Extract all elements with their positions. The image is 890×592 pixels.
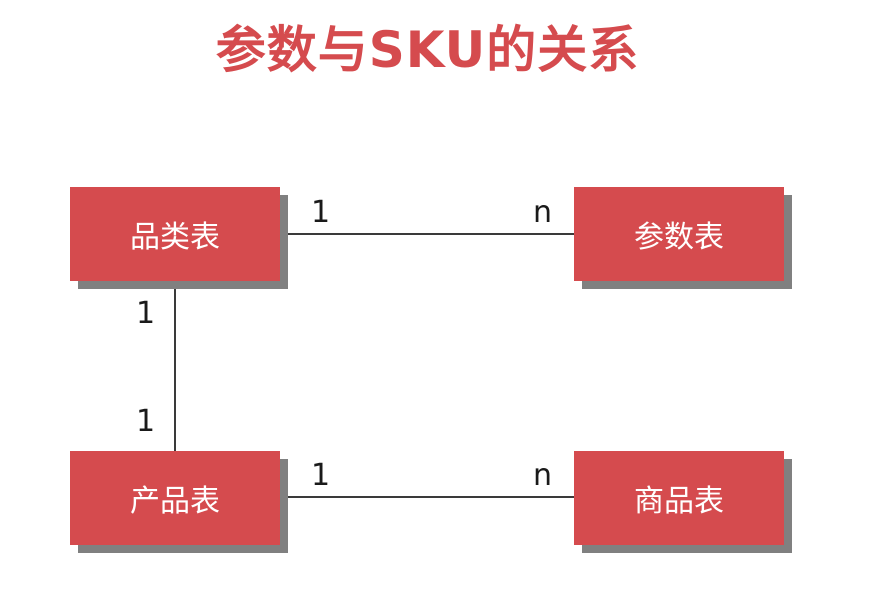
cardinality-category-parameter-right: n [533, 195, 553, 230]
cardinality-product-sku-left: 1 [311, 458, 331, 493]
entity-parameter-box: 参数表 [574, 187, 784, 281]
entity-category-label: 品类表 [130, 220, 220, 255]
cardinality-product-sku-right: n [533, 458, 553, 493]
entity-sku-label: 商品表 [634, 484, 724, 519]
cardinality-category-product-top: 1 [136, 296, 156, 331]
cardinality-category-parameter-left: 1 [311, 195, 331, 230]
entity-sku-box: 商品表 [574, 451, 784, 545]
entity-parameter-label: 参数表 [634, 220, 724, 255]
cardinality-category-product-bottom: 1 [136, 404, 156, 439]
connector-category-product [174, 281, 176, 451]
diagram-title: 参数与SKU的关系 [215, 21, 640, 79]
entity-category-box: 品类表 [70, 187, 280, 281]
connector-category-parameter [280, 233, 574, 235]
entity-product-box: 产品表 [70, 451, 280, 545]
connector-product-sku [280, 496, 574, 498]
entity-product-label: 产品表 [130, 484, 220, 519]
